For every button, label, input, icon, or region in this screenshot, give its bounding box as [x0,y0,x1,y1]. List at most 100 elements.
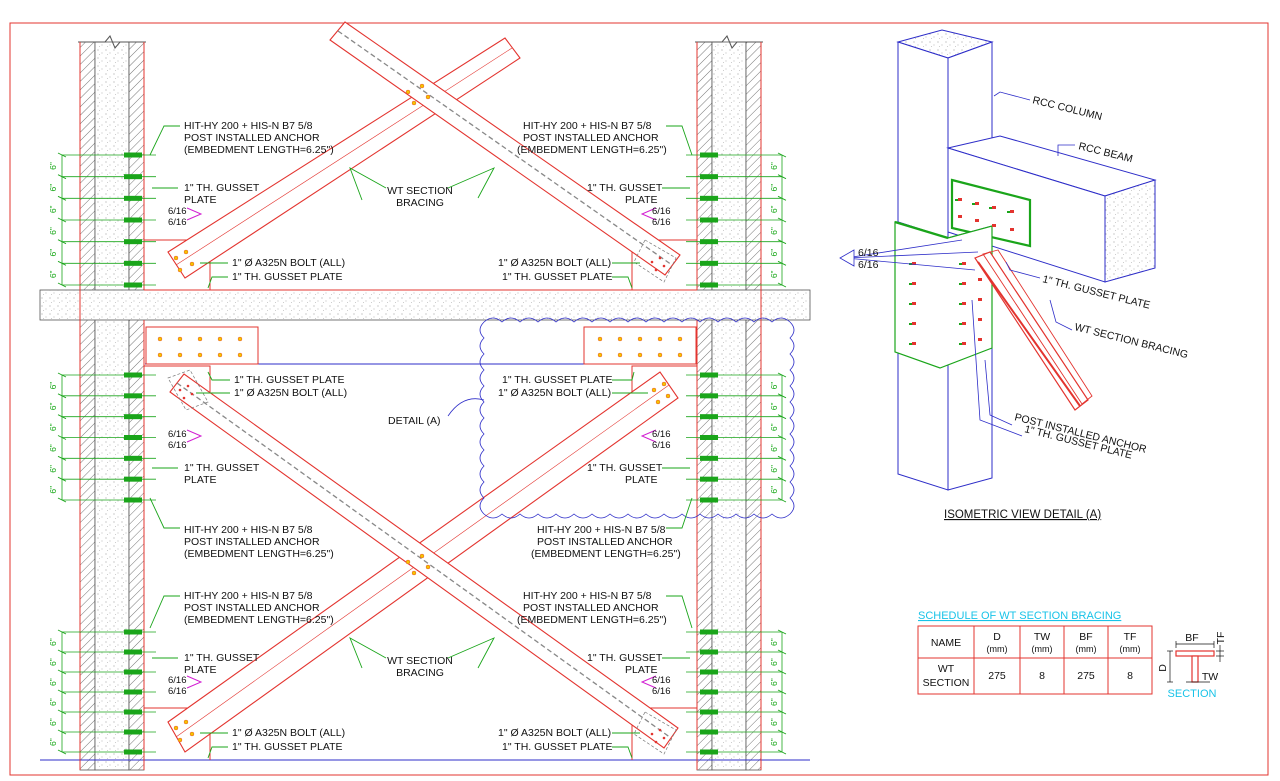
anchor-rod [124,709,142,715]
gusset-label-4: PLATE [184,474,216,486]
gusset-label-2-r: PLATE [625,194,657,206]
anchor-label-2-r: POST INSTALLED ANCHOR [523,132,659,144]
anchor-rod [700,689,718,695]
dim-label: 6" [769,403,779,411]
dim-label: 6" [48,678,58,686]
dim-label: 6" [48,465,58,473]
bolt-label-low-r: 1" Ø A325N BOLT (ALL) [498,727,611,739]
bracing-schedule: SCHEDULE OF WT SECTION BRACING NAME D (m… [917,610,1227,700]
weld-label-6-r: 6/16 [652,686,671,697]
dim-label: 6" [48,486,58,494]
dim-label: 6" [48,403,58,411]
dim-label: 6" [48,718,58,726]
gusset-label-6-r: PLATE [625,664,657,676]
bracing-upper [167,21,681,283]
anchor-rod [700,649,718,655]
anchor-label-1-r: HIT-HY 200 + HIS-N B7 5/8 [523,120,652,132]
schedule-header-bf: BF [1079,631,1092,643]
dim-label: 6" [48,162,58,170]
weld-label-4-r: 6/16 [652,440,671,451]
dim-label: 6" [769,444,779,452]
anchor-label-6-r: (EMBEDMENT LENGTH=6.25") [531,548,681,560]
anchor-rod [700,435,718,440]
bolt-label-mid: 1" Ø A325N BOLT (ALL) [234,387,347,399]
bracing-label-4: BRACING [396,667,444,679]
schedule-unit-d: (mm) [987,644,1008,654]
schedule-unit-tw: (mm) [1032,644,1053,654]
weld-label-6: 6/16 [168,686,187,697]
dim-label: 6" [48,423,58,431]
dim-label: 6" [48,205,58,213]
schedule-unit-bf: (mm) [1076,644,1097,654]
anchor-rod [700,669,718,675]
schedule-row-name-2: SECTION [923,677,970,689]
anchor-rod [124,729,142,735]
anchor-label-8-r: POST INSTALLED ANCHOR [523,602,659,614]
weld-label-5-r: 6/16 [652,675,671,686]
dim-label: 6" [769,698,779,706]
anchor-rod [124,629,142,635]
anchor-label-5-r: POST INSTALLED ANCHOR [537,536,673,548]
weld-label-3-r: 6/16 [652,429,671,440]
gusset-plate-label-low: 1" TH. GUSSET PLATE [232,741,343,753]
anchor-label-4-r: HIT-HY 200 + HIS-N B7 5/8 [537,524,666,536]
dim-label: 6" [48,270,58,278]
schedule-header-d: D [993,631,1001,643]
dim-label: 6" [769,638,779,646]
weld-label-1: 6/16 [168,206,187,217]
anchor-label-3-r: (EMBEDMENT LENGTH=6.25") [517,144,667,156]
anchor-rod [124,669,142,675]
anchor-rod [124,455,142,461]
weld-label-2-r: 6/16 [652,217,671,228]
anchor-label-6: (EMBEDMENT LENGTH=6.25") [184,548,334,560]
dim-label: 6" [769,382,779,390]
anchor-rod [700,152,718,158]
schedule-row-name-1: WT [938,663,955,675]
anchor-label-9-r: (EMBEDMENT LENGTH=6.25") [517,614,667,626]
anchor-rod [124,260,142,266]
floor-slab [39,289,811,321]
anchor-rod [124,649,142,655]
iso-weld-1: 6/16 [858,247,879,259]
iso-weld-arrow [839,249,855,267]
gusset-label-5: 1" TH. GUSSET [184,652,260,664]
anchor-rod [700,260,718,266]
gusset-label-1-r: 1" TH. GUSSET [587,182,663,194]
schedule-value-tf: 8 [1127,670,1133,682]
anchor-rod [700,393,718,399]
dim-label: 6" [769,205,779,213]
schedule-header-name: NAME [931,637,961,649]
anchor-rod [124,174,142,180]
anchor-rod [700,217,718,223]
dim-label: 6" [48,227,58,235]
anchor-rod [124,282,142,288]
iso-bracing-label: WT SECTION BRACING [1073,321,1189,361]
weld-label-3: 6/16 [168,429,187,440]
anchor-rod [700,239,718,245]
bracing-label-3: WT SECTION [387,655,453,667]
anchor-rod [700,476,718,482]
dim-label: 6" [769,718,779,726]
iso-anchor-dots [912,198,1014,345]
anchor-rod [700,174,718,180]
dim-label: 6" [48,698,58,706]
isometric-view: 6/16 6/16 RCC COLUMN RCC BEAM 1" TH. GUS… [839,29,1189,521]
elevation-labels: HIT-HY 200 + HIS-N B7 5/8 POST INSTALLED… [168,120,681,753]
anchor-label-4: HIT-HY 200 + HIS-N B7 5/8 [184,524,313,536]
schedule-unit-tf: (mm) [1120,644,1141,654]
schedule-value-tw: 8 [1039,670,1045,682]
section-tf: TF [1215,632,1227,645]
dim-label: 6" [769,184,779,192]
anchor-rod [124,217,142,223]
anchor-rod [124,497,142,503]
gusset-label-3-r: 1" TH. GUSSET [587,462,663,474]
weld-label-5: 6/16 [168,675,187,686]
dim-label: 6" [769,249,779,257]
dim-label: 6" [48,382,58,390]
anchor-label-5: POST INSTALLED ANCHOR [184,536,320,548]
anchor-rod [700,372,718,378]
anchor-rod [700,749,718,755]
dim-label: 6" [48,658,58,666]
anchor-rod [700,629,718,635]
